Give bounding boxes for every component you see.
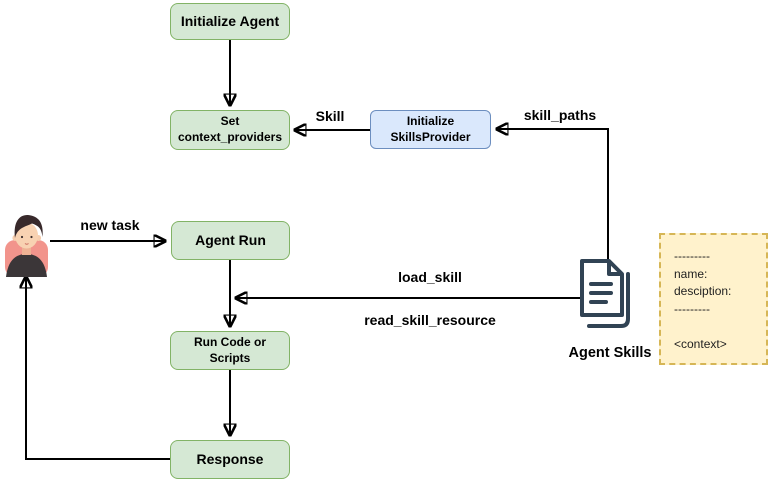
note-line-name: name: xyxy=(674,266,708,281)
edge-label-skill-paths[interactable]: skill_paths xyxy=(520,107,600,123)
node-initialize-agent[interactable]: Initialize Agent xyxy=(170,3,290,40)
front-page xyxy=(580,259,624,317)
avatar-mouth xyxy=(24,243,29,245)
avatar-neck xyxy=(22,243,31,255)
avatar-face xyxy=(15,222,38,249)
back-page xyxy=(587,272,630,328)
note-line-context: <context> xyxy=(674,336,727,351)
avatar-eye-right xyxy=(30,235,33,239)
edge-label-load-skill[interactable]: load_skill xyxy=(395,269,465,285)
user-avatar[interactable] xyxy=(4,213,49,277)
node-initialize-skillsprovider[interactable]: Initialize SkillsProvider xyxy=(370,110,491,149)
note-line-description: desciption: xyxy=(674,284,732,298)
node-run-code-or-scripts[interactable]: Run Code or Scripts xyxy=(170,331,290,370)
agent-skills-icon[interactable] xyxy=(578,258,636,336)
avatar-eye-left xyxy=(20,235,24,239)
note-line-separator: --------- xyxy=(674,249,710,263)
note-line-separator: --------- xyxy=(674,301,710,316)
edge-label-new-task[interactable]: new task xyxy=(77,217,143,233)
skill-definition-note[interactable]: --------- name: desciption: --------- <c… xyxy=(659,233,768,365)
node-agent-run[interactable]: Agent Run xyxy=(171,221,290,260)
agent-skills-label: Agent Skills xyxy=(568,345,652,361)
avatar-hair xyxy=(14,214,43,238)
node-set-context-providers[interactable]: Set context_providers xyxy=(170,110,290,150)
edge-label-read-skill-resource[interactable]: read_skill_resource xyxy=(361,312,499,328)
edge-label-skill[interactable]: Skill xyxy=(312,108,348,124)
edge-skill-paths xyxy=(497,129,609,259)
avatar-shirt xyxy=(6,254,47,277)
node-response[interactable]: Response xyxy=(170,440,290,479)
page-text-lines xyxy=(589,282,613,304)
note-line-blank xyxy=(674,318,762,336)
page-fold xyxy=(607,261,622,276)
edge-response-to-user xyxy=(26,277,170,460)
